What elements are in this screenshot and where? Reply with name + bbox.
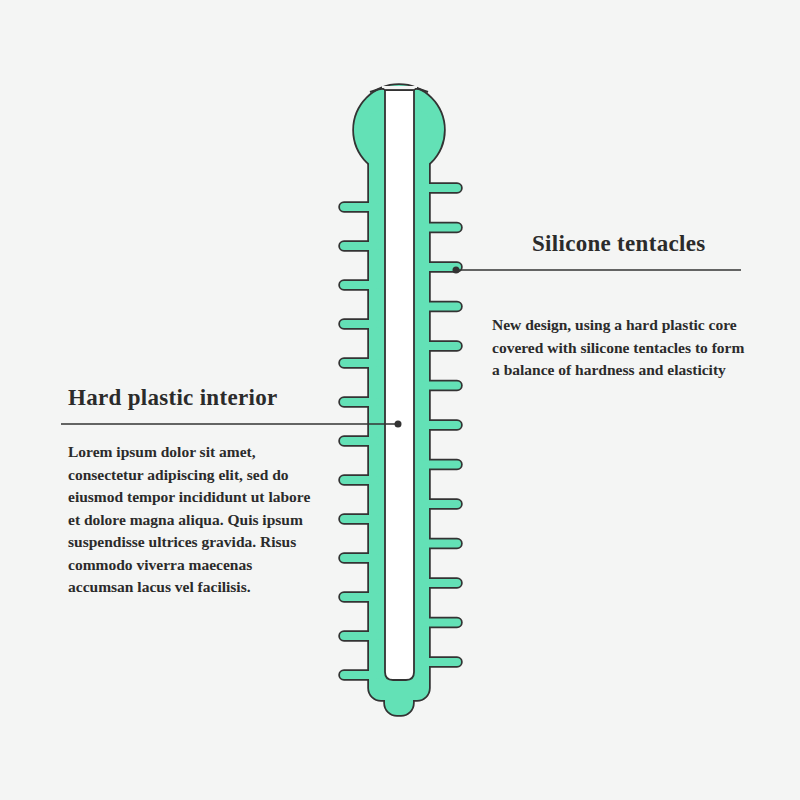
hard-plastic-core	[385, 90, 414, 680]
part-label: Hard plastic interior	[68, 385, 277, 411]
leader-line	[61, 423, 398, 425]
leader-dot	[395, 421, 402, 428]
description-text: New design, using a hard plastic core co…	[492, 314, 754, 382]
description-text: Lorem ipsum dolor sit amet, consectetur …	[68, 441, 320, 599]
leader-dot	[453, 267, 460, 274]
leader-line	[456, 269, 741, 271]
part-label: Silicone tentacles	[532, 231, 705, 257]
